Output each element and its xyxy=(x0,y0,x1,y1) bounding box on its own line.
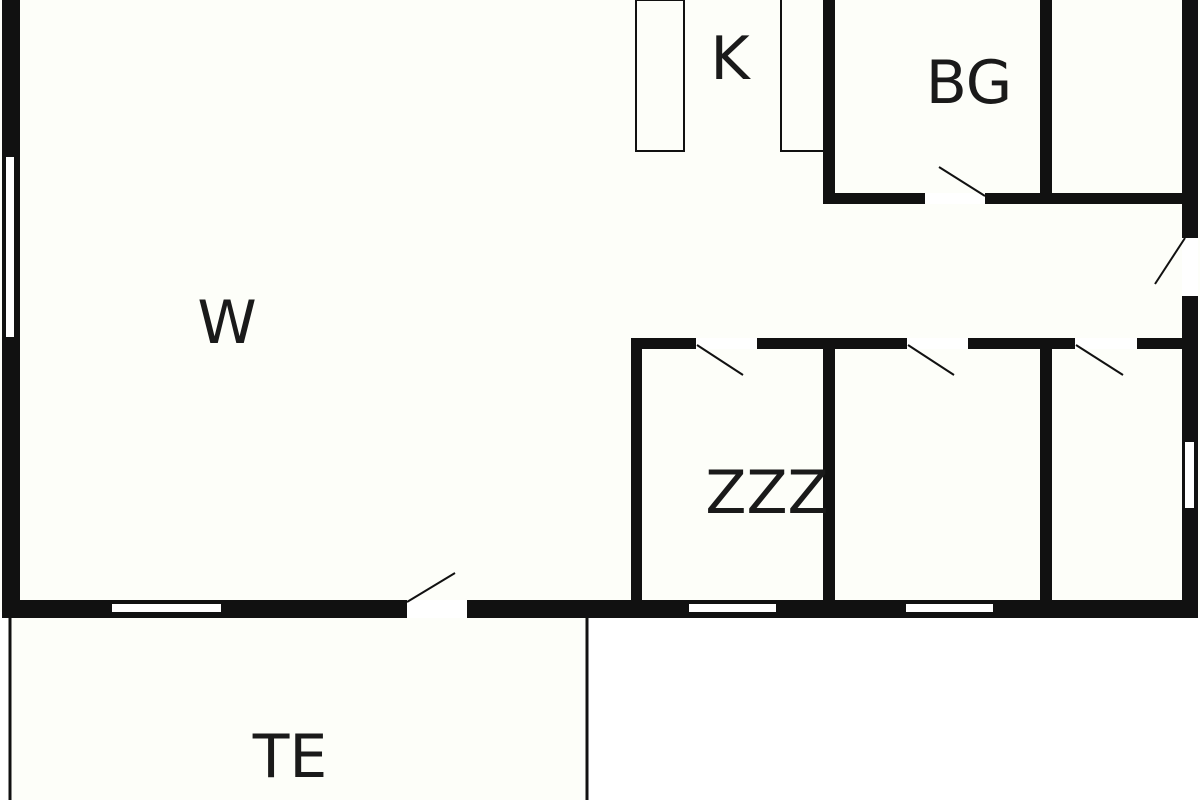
door-bedroom-1 xyxy=(696,338,757,376)
doors xyxy=(406,166,1198,618)
window-left xyxy=(4,155,16,339)
door-bathroom xyxy=(925,166,986,204)
window-right xyxy=(1183,440,1196,510)
terrace-floor xyxy=(10,612,588,800)
door-entrance xyxy=(406,572,467,618)
wall-right-upper xyxy=(1182,0,1198,238)
interior-floor xyxy=(0,0,1200,612)
room-label-bathroom: BG xyxy=(926,48,1013,118)
room-label-kitchen: K xyxy=(710,24,751,94)
window-bottom-3 xyxy=(904,602,995,614)
terrace-outline xyxy=(8,612,589,800)
wall-bed-divider-a xyxy=(823,338,835,608)
wall-bed-top-a xyxy=(631,338,696,349)
windows xyxy=(4,155,1196,614)
wall-bed-divider-b xyxy=(1040,338,1052,608)
window-bottom-1 xyxy=(110,602,223,614)
kitchen-counter-right xyxy=(780,0,823,152)
wall-bed-top-d xyxy=(1137,338,1190,349)
kitchen-counter-left xyxy=(635,0,685,152)
window-bottom-2 xyxy=(687,602,778,614)
door-bedroom-3 xyxy=(1075,338,1137,376)
room-label-bedroom: ZZZ xyxy=(705,458,828,528)
wall-bed-left xyxy=(631,338,642,608)
door-side xyxy=(1154,237,1198,296)
wall-bath-bottom-b xyxy=(985,193,1190,204)
kitchen-counters xyxy=(635,0,823,152)
interior-walls xyxy=(631,0,1190,608)
wall-bath-bottom-a xyxy=(823,193,925,204)
room-label-terrace: TE xyxy=(252,722,328,792)
wall-bath-left xyxy=(823,0,835,204)
room-label-living: W xyxy=(197,288,256,358)
wall-bottom-right xyxy=(467,600,1198,618)
door-bedroom-2 xyxy=(907,338,968,376)
wall-bed-top-c xyxy=(968,338,1075,349)
wall-bath-divider xyxy=(1040,0,1052,204)
